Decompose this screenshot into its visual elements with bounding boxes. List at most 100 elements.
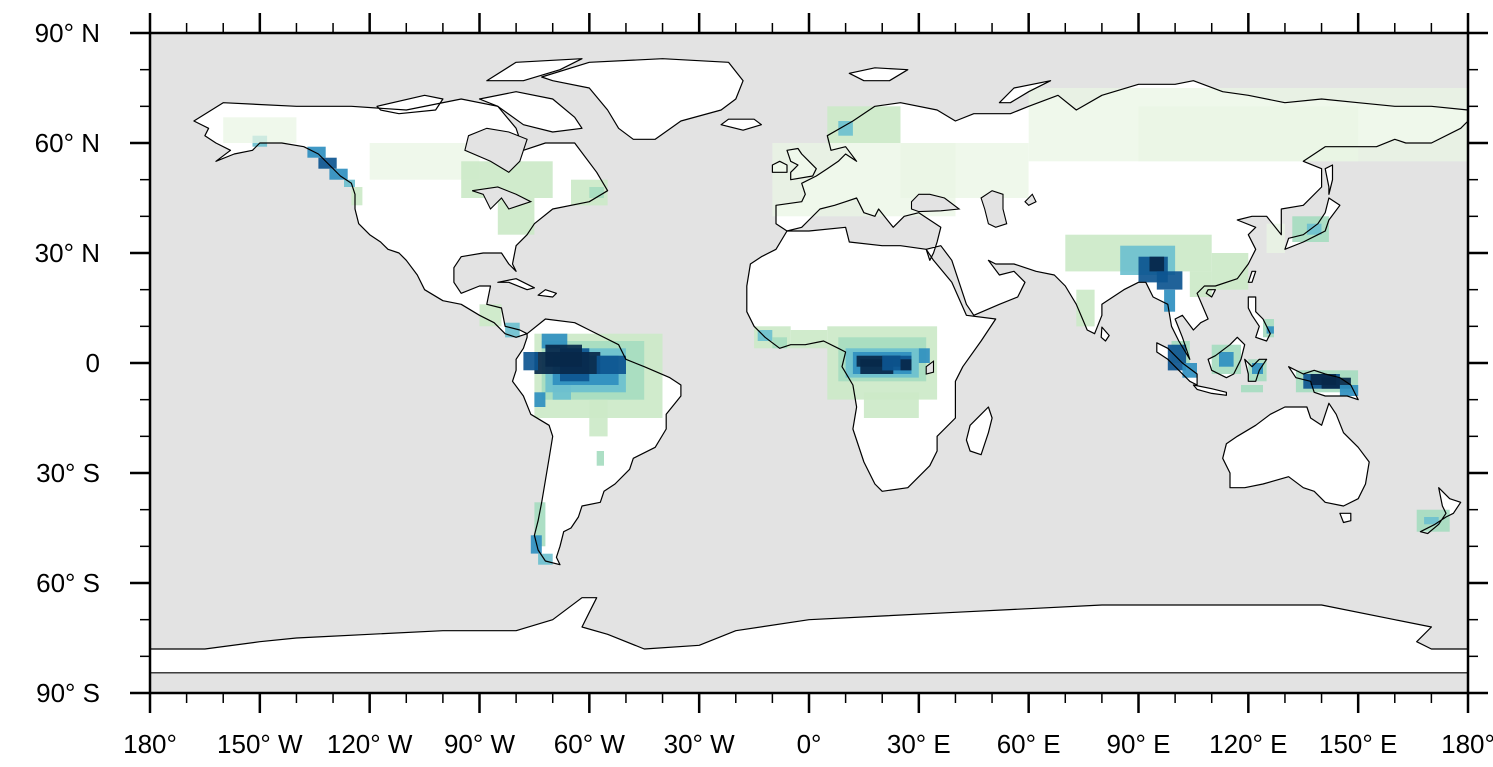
lake-caspian-sea [980, 190, 1008, 228]
coastline-philippines [1247, 296, 1271, 342]
lat-tick-label: 30° S [36, 458, 100, 488]
coastline-ireland [771, 160, 788, 173]
field-cell-13 [505, 322, 520, 338]
coastline-south-america [511, 318, 682, 566]
coastline-victoria-island [376, 94, 444, 115]
field-cell-21 [545, 344, 582, 367]
lat-tick-label: 90° S [36, 678, 100, 708]
lon-tick-label: 60° E [997, 729, 1061, 759]
field-cell-27 [596, 451, 604, 466]
land-baffin-island [479, 91, 582, 132]
field-cell-6 [223, 117, 297, 143]
coastline-hainan [1205, 289, 1217, 298]
field-cell-65 [1182, 363, 1197, 378]
coastline-baffin-island [478, 91, 583, 133]
coastline-sakhalin [1324, 164, 1334, 195]
field-cell-59 [1266, 223, 1285, 253]
field-cell-12 [479, 304, 502, 327]
field-cell-77 [1241, 385, 1263, 393]
lake-great-lakes [472, 186, 533, 210]
coastline-layer [149, 58, 1469, 674]
lon-tick-label: 90° E [1107, 729, 1171, 759]
land-svalbard [849, 67, 908, 81]
coastline-java [1192, 384, 1228, 396]
field-cell-79 [1424, 517, 1439, 525]
land-greenland [541, 58, 744, 140]
field-cell-46 [827, 106, 901, 143]
land-cuba [497, 278, 535, 290]
field-cell-71 [1266, 326, 1274, 334]
coastline-africa [746, 226, 997, 492]
lon-tick-label: 0° [797, 729, 822, 759]
coastline-cuba [497, 278, 536, 291]
field-cell-25 [596, 355, 626, 374]
land-antarctica [150, 597, 1468, 673]
coastline-sulawesi [1244, 358, 1268, 382]
lon-tick-label: 180° [1441, 729, 1493, 759]
field-cell-4 [344, 179, 355, 187]
field-cell-54 [1149, 256, 1165, 272]
field-cell-50 [1138, 106, 1359, 162]
field-cell-26 [589, 399, 608, 437]
coastline-australia [1222, 402, 1370, 507]
field-cell-69 [1252, 363, 1263, 374]
coastline-new-guinea [1287, 366, 1359, 401]
field-cell-44 [863, 392, 919, 418]
field-cell-67 [1219, 352, 1234, 367]
coastline-ellesmere-island [486, 58, 583, 82]
coastline-iceland [720, 118, 763, 131]
field-cell-24 [552, 385, 571, 400]
lat-tick-label: 60° S [36, 568, 100, 598]
land-taiwan [1248, 271, 1256, 283]
coastline-novaya-zemlya [998, 80, 1052, 104]
coastline-borneo [1207, 336, 1246, 379]
coastline-taiwan [1247, 270, 1257, 283]
field-cell-5 [351, 187, 363, 206]
coastline-sumatra [1156, 342, 1198, 386]
field-cell-42 [900, 359, 912, 371]
field-cell-32 [757, 330, 773, 341]
field-cell-55 [1156, 271, 1183, 290]
precipitation-field-layer [223, 88, 1468, 565]
lon-tick-label: 30° E [887, 729, 951, 759]
lon-tick-label: 90° W [444, 729, 516, 759]
coastline-japan [1284, 197, 1341, 250]
coastline-great-britain [786, 147, 817, 181]
land-java [1193, 385, 1227, 396]
coastline-sri-lanka [1100, 326, 1110, 342]
field-cell-34 [790, 330, 828, 349]
coastline-new-zealand [1419, 487, 1462, 535]
coastline-svalbard [848, 67, 909, 82]
coastline-madagascar [965, 406, 993, 456]
field-cell-47 [838, 121, 853, 136]
lat-tick-label: 30° N [35, 238, 100, 268]
lon-tick-label: 120° W [327, 729, 413, 759]
lon-tick-label: 150° E [1319, 729, 1397, 759]
lon-tick-label: 30° W [664, 729, 736, 759]
field-cell-62 [1076, 289, 1095, 327]
coastline-hispaniola [537, 289, 558, 298]
lake-hudson-bay [464, 127, 528, 173]
land-novaya-zemlya [999, 80, 1051, 103]
lon-tick-label: 150° W [217, 729, 303, 759]
field-cell-76 [1339, 385, 1359, 396]
field-cell-1 [307, 146, 326, 158]
lat-tick-label: 60° N [35, 128, 100, 158]
tick-label-layer: 180° 150° W 120° W 90° W 60° W 30° W 0° 30° E 60… [35, 18, 1493, 759]
field-cell-22 [523, 352, 538, 371]
tick-layer [130, 13, 1488, 713]
lake-black-sea [910, 193, 961, 213]
coastline-antarctica [149, 597, 1469, 674]
lon-tick-label: 180° [123, 729, 177, 759]
field-cell-48 [900, 143, 1029, 198]
lat-tick-label: 0 [86, 348, 100, 378]
coastline-greenland [541, 58, 744, 140]
lon-tick-label: 120° E [1209, 729, 1287, 759]
field-cell-56 [1164, 289, 1176, 312]
field-cell-57 [1189, 271, 1212, 297]
field-cell-43 [918, 348, 930, 363]
lon-tick-label: 60° W [554, 729, 626, 759]
lake-lake-victoria [925, 360, 935, 375]
lake-aral-sea [1024, 193, 1037, 206]
